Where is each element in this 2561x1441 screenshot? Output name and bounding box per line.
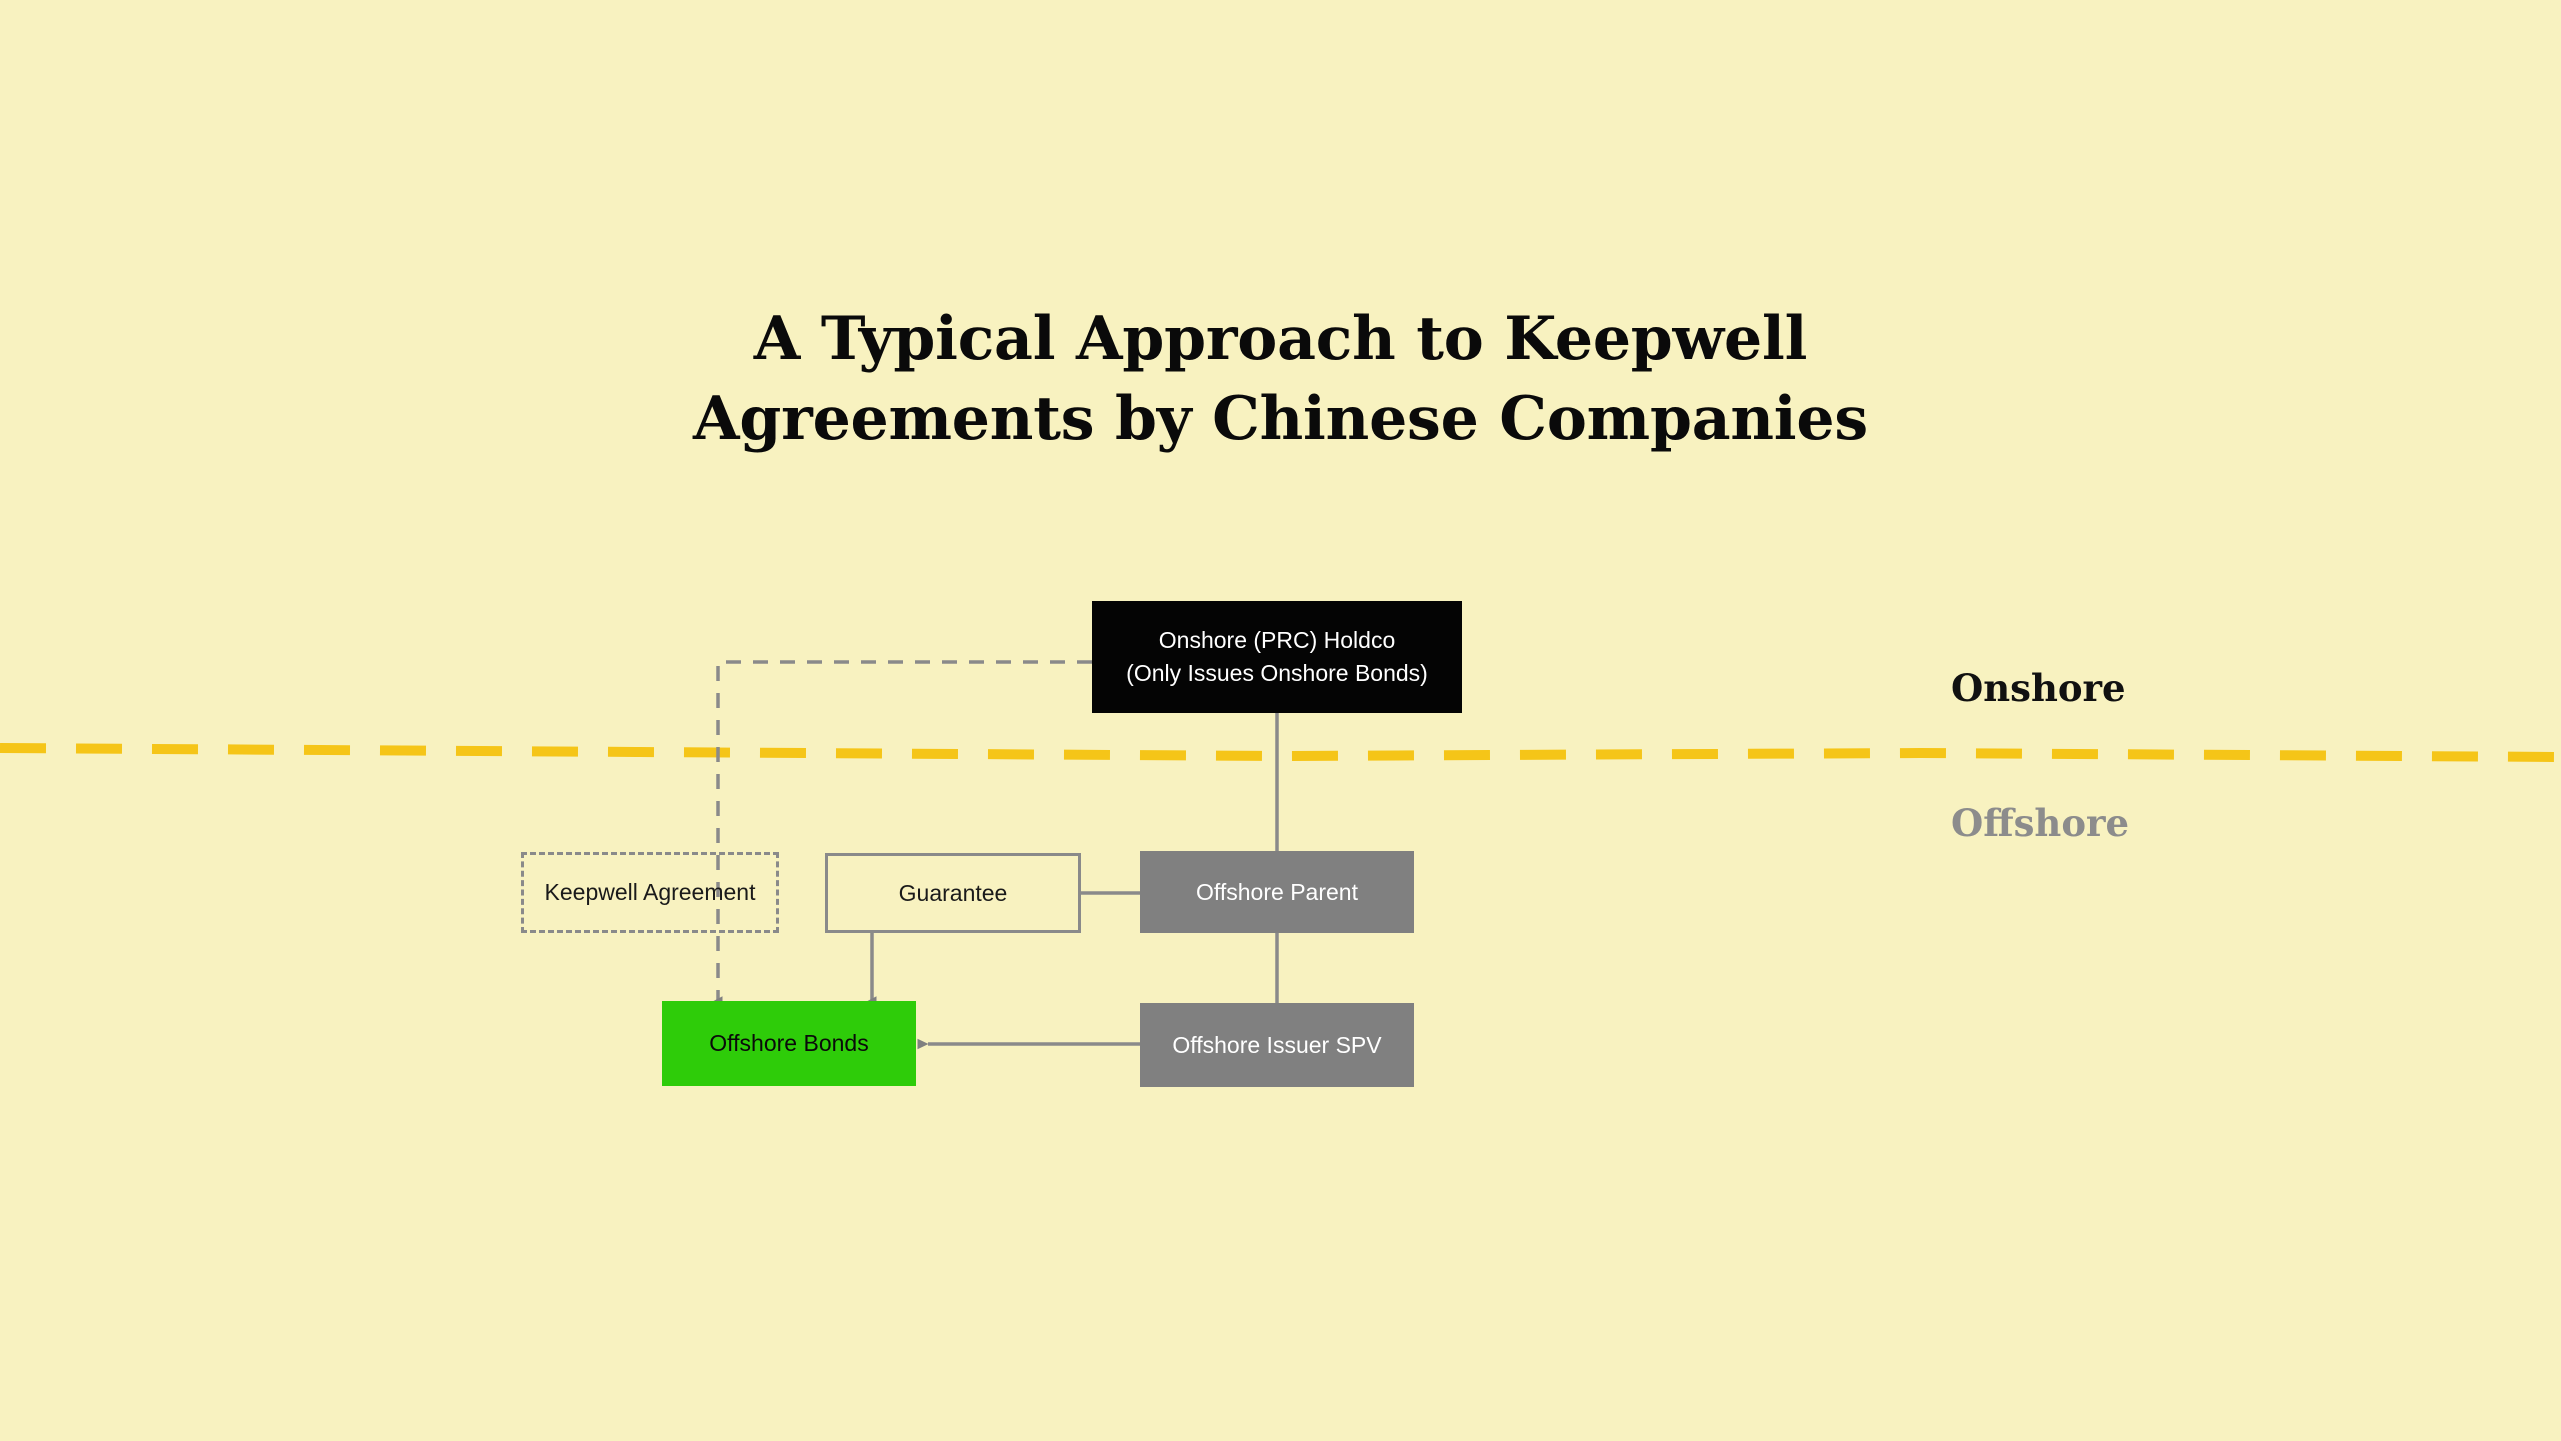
node-keepwell-agreement[interactable]: Keepwell Agreement xyxy=(521,852,779,933)
node-offshore-issuer-spv[interactable]: Offshore Issuer SPV xyxy=(1140,1003,1414,1087)
node-keepwell-agreement-label: Keepwell Agreement xyxy=(544,879,756,906)
region-label-onshore: Onshore xyxy=(1951,666,2126,710)
node-offshore-bonds-label: Offshore Bonds xyxy=(709,1030,869,1057)
node-onshore-prc-holdco-text: Onshore (PRC) Holdco (Only Issues Onshor… xyxy=(1126,624,1428,689)
node-offshore-parent[interactable]: Offshore Parent xyxy=(1140,851,1414,933)
node-onshore-prc-holdco-line-1: Onshore (PRC) Holdco xyxy=(1158,627,1396,654)
region-label-offshore: Offshore xyxy=(1951,801,2130,845)
node-guarantee-label: Guarantee xyxy=(898,879,1008,906)
page-title-line-1: A Typical Approach to Keepwell xyxy=(753,304,1808,374)
node-offshore-issuer-spv-label: Offshore Issuer SPV xyxy=(1172,1031,1382,1058)
node-offshore-bonds[interactable]: Offshore Bonds xyxy=(662,1001,916,1086)
node-guarantee[interactable]: Guarantee xyxy=(825,853,1081,933)
page-title: A Typical Approach to Keepwell Agreement… xyxy=(0,300,2561,460)
page-title-line-2: Agreements by Chinese Companies xyxy=(693,383,1868,454)
edge-holdco-keepwell-bonds xyxy=(713,660,1092,1006)
node-offshore-parent-label: Offshore Parent xyxy=(1196,878,1358,905)
node-onshore-prc-holdco[interactable]: Onshore (PRC) Holdco (Only Issues Onshor… xyxy=(1092,601,1462,713)
node-onshore-prc-holdco-line-2: (Only Issues Onshore Bonds) xyxy=(1126,660,1428,686)
onshore-offshore-divider xyxy=(0,743,2561,762)
